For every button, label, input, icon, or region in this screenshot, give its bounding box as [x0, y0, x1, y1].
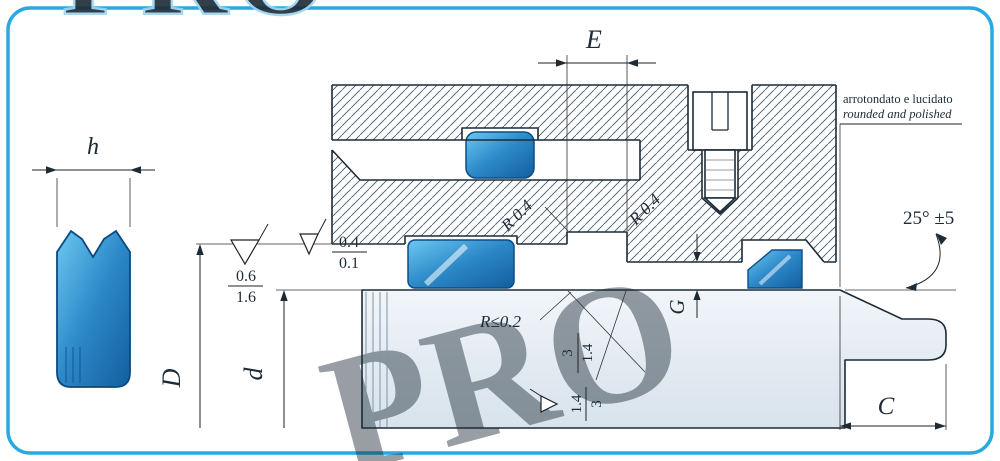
static-seal	[465, 131, 535, 179]
roughness-icon	[299, 233, 319, 256]
screw-head	[692, 91, 748, 151]
dim-G: G	[665, 234, 701, 318]
callout-rmax: R≤0.2	[479, 291, 572, 331]
screw-socket-icon	[711, 92, 729, 131]
dim-E: E	[538, 25, 656, 231]
finish-3-top: 3	[560, 349, 576, 357]
h-dimension: h	[32, 134, 155, 227]
finish-4-bottom: 3	[589, 400, 605, 408]
secondary-seal	[747, 249, 803, 289]
finish-1: 0.4 0.1	[299, 218, 367, 272]
callout-angle: 25° ±5	[845, 208, 956, 291]
edge-note-it: arrotondato e lucidato	[843, 92, 953, 106]
seal-profile-shape	[56, 229, 131, 388]
dim-d: d	[239, 289, 362, 428]
roughness-icon	[540, 395, 559, 413]
chamfer-angle-label: 25° ±5	[903, 208, 954, 229]
rod-seal-highlight	[423, 243, 469, 287]
dim-h-label: h	[87, 134, 99, 160]
watermark-top: PRO	[62, 0, 333, 40]
dim-E-label: E	[585, 25, 602, 54]
dim-d-label: d	[239, 367, 268, 381]
finish-2-bottom: 1.6	[236, 289, 256, 306]
dim-C: C	[839, 296, 947, 430]
seal-profile-ribs	[65, 347, 81, 383]
finish-1-top: 0.4	[339, 234, 359, 251]
screw-shank	[704, 149, 736, 199]
rod-outline	[361, 289, 947, 429]
finish-2: 0.6 1.6	[228, 223, 269, 306]
dim-D-label: D	[157, 368, 186, 388]
rod-break-lines	[365, 292, 388, 427]
rod-seal	[407, 239, 515, 289]
screw-threads	[705, 159, 735, 191]
screw-tip	[702, 197, 738, 214]
rmax-label: R≤0.2	[479, 312, 521, 331]
fastener-screw	[692, 91, 748, 214]
housing-outline	[331, 84, 837, 263]
finish-3: 3 1.4	[560, 333, 596, 373]
empty-seal-groove	[567, 232, 627, 264]
secondary-seal-highlight	[758, 254, 792, 286]
roughness-icon	[229, 239, 261, 266]
dim-D: D	[157, 243, 392, 428]
seal-profile-detail	[56, 229, 131, 388]
edge-note: arrotondato e lucidato rounded and polis…	[839, 92, 962, 287]
finish-4-top: 1.4	[569, 394, 585, 413]
finish-1-bottom: 0.1	[339, 255, 359, 272]
dim-C-label: C	[878, 393, 895, 420]
groove-finish-leaders	[567, 290, 646, 381]
finish-3-bottom: 1.4	[580, 343, 596, 362]
edge-note-en: rounded and polished	[843, 107, 952, 121]
housing-section	[332, 85, 836, 264]
rod-body	[362, 290, 946, 428]
finish-4: 1.4 3	[529, 387, 605, 421]
finish-2-top: 0.6	[236, 268, 256, 285]
dim-G-label: G	[665, 299, 689, 314]
